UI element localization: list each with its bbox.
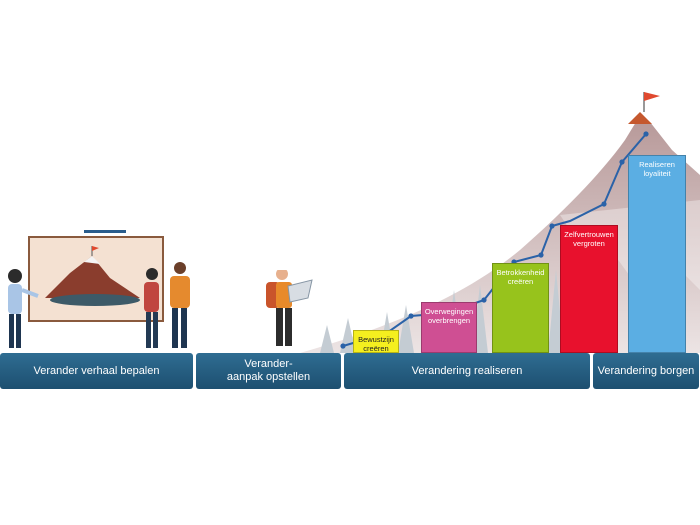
phase-bar-realize: Verandering realiseren (344, 353, 590, 389)
step-label: Realiseren loyaliteit (639, 160, 675, 178)
phase-label: Verandering realiseren (411, 364, 523, 377)
step-bar-considerations: Overwegingen overbrengen (421, 302, 477, 353)
step-bar-awareness: Bewustzijn creëren (353, 330, 399, 353)
phase-bar-embed: Verandering borgen (593, 353, 699, 389)
phase-label: Verander verhaal bepalen (33, 364, 160, 377)
summit-rocks (628, 112, 652, 124)
step-bar-loyalty: Realiseren loyaliteit (628, 155, 686, 353)
step-bar-engagement: Betrokkenheid creëren (492, 263, 549, 353)
hiker-illustration (266, 266, 313, 346)
flag-icon (644, 92, 660, 101)
step-label: Bewustzijn creëren (358, 335, 394, 353)
phase-bar-approach: Verander- aanpak opstellen (196, 353, 341, 389)
phase-label: Verandering borgen (597, 364, 695, 377)
phase-bar-story: Verander verhaal bepalen (0, 353, 193, 389)
presenters-illustration (8, 230, 190, 348)
phase-label: Verander- aanpak opstellen (226, 358, 311, 383)
route-waypoints (340, 131, 649, 349)
step-label: Betrokkenheid creëren (496, 268, 545, 286)
step-label: Zelfvertrouwen vergroten (564, 230, 614, 248)
step-bar-confidence: Zelfvertrouwen vergroten (560, 225, 618, 353)
step-label: Overwegingen overbrengen (424, 307, 474, 325)
